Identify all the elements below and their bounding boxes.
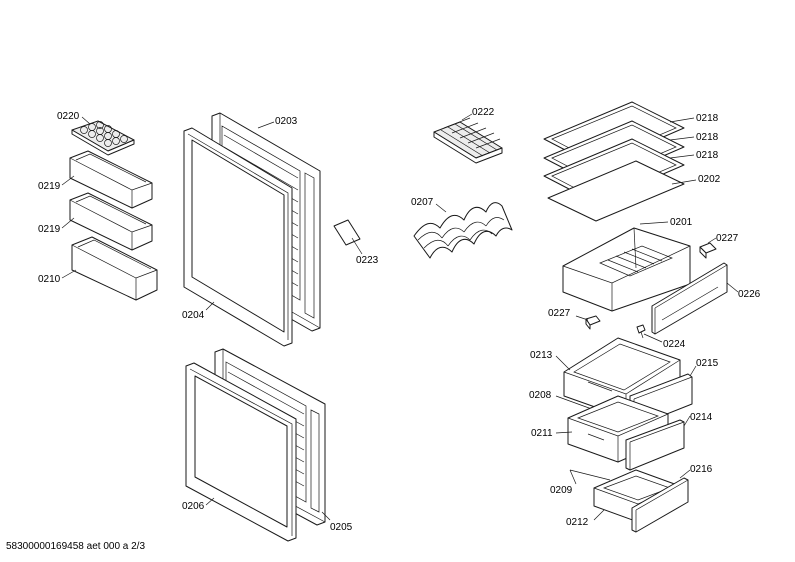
glass-shelf-0202 [547,160,685,222]
leader-0203 [257,121,275,129]
label-0218-1: 0218 [696,113,719,124]
leader-0216 [679,469,691,479]
leader-0206 [205,497,215,506]
leader-0218-1 [669,117,695,123]
clip-0227-lower [585,315,601,330]
label-0213: 0213 [530,350,553,361]
label-0226: 0226 [738,289,761,300]
leader-0204 [205,301,215,311]
label-0201: 0201 [670,217,693,228]
leader-0211 [555,431,573,434]
label-0223: 0223 [356,255,379,266]
leader-0201 [639,221,669,225]
door-shelf-0219-lower [69,192,153,251]
leader-0227-lower [575,315,589,321]
label-0206: 0206 [182,501,205,512]
leader-0214 [683,415,691,427]
label-0210: 0210 [38,274,61,285]
screw-0224 [636,324,646,339]
drawer-front-0214 [625,419,685,471]
label-0207: 0207 [411,197,434,208]
label-0219-lower: 0219 [38,224,61,235]
label-0215: 0215 [696,358,719,369]
leader-0223 [351,237,363,255]
leader-0222 [461,113,473,121]
ice-tray-0222 [433,117,503,164]
label-0218-3: 0218 [696,150,719,161]
leader-0210 [61,269,77,279]
label-0218-2: 0218 [696,132,719,143]
label-0220: 0220 [57,111,80,122]
leader-0219-lower [61,217,75,229]
label-0224: 0224 [663,339,686,350]
drawer-front-0216 [631,477,689,533]
label-0227-upper: 0227 [716,233,739,244]
label-0208: 0208 [529,390,552,401]
label-0203: 0203 [275,116,298,127]
label-0222: 0222 [472,107,495,118]
bottle-rack-0207 [413,202,513,259]
label-0219-upper: 0219 [38,181,61,192]
leader-0219-upper [61,175,75,186]
label-0227-lower: 0227 [548,308,571,319]
leader-0209 [569,469,577,485]
label-0205: 0205 [330,522,353,533]
leader-0212 [593,509,605,521]
leader-0213 [555,355,571,371]
label-0202: 0202 [698,174,721,185]
label-card-0223 [333,219,361,246]
label-0211: 0211 [531,428,553,439]
leader-0209-b [569,469,611,481]
leader-0205 [321,511,331,521]
leader-0218-3 [669,154,695,159]
leader-0227-upper [707,237,717,244]
label-0216: 0216 [690,464,713,475]
drawer-front-0226 [651,262,728,335]
leader-0215 [689,365,697,377]
door-shelf-0210 [71,236,158,301]
door-shelf-0219-upper [69,150,153,209]
door-gasket-0206 [185,362,297,542]
clip-0227-upper [699,242,717,259]
leader-0226 [726,282,739,293]
egg-tray-0220 [71,120,135,156]
door-gasket-0204 [183,127,293,347]
document-footer: 58300000169458 aet 000 a 2/3 [6,541,146,552]
leader-0224 [643,333,663,343]
label-0212: 0212 [566,517,589,528]
leader-0207 [435,203,447,213]
label-0214: 0214 [690,412,713,423]
leader-0218-2 [669,136,695,141]
label-0209: 0209 [550,485,573,496]
label-0204: 0204 [182,310,205,321]
leader-0220 [81,116,91,125]
leader-0202 [671,179,697,185]
